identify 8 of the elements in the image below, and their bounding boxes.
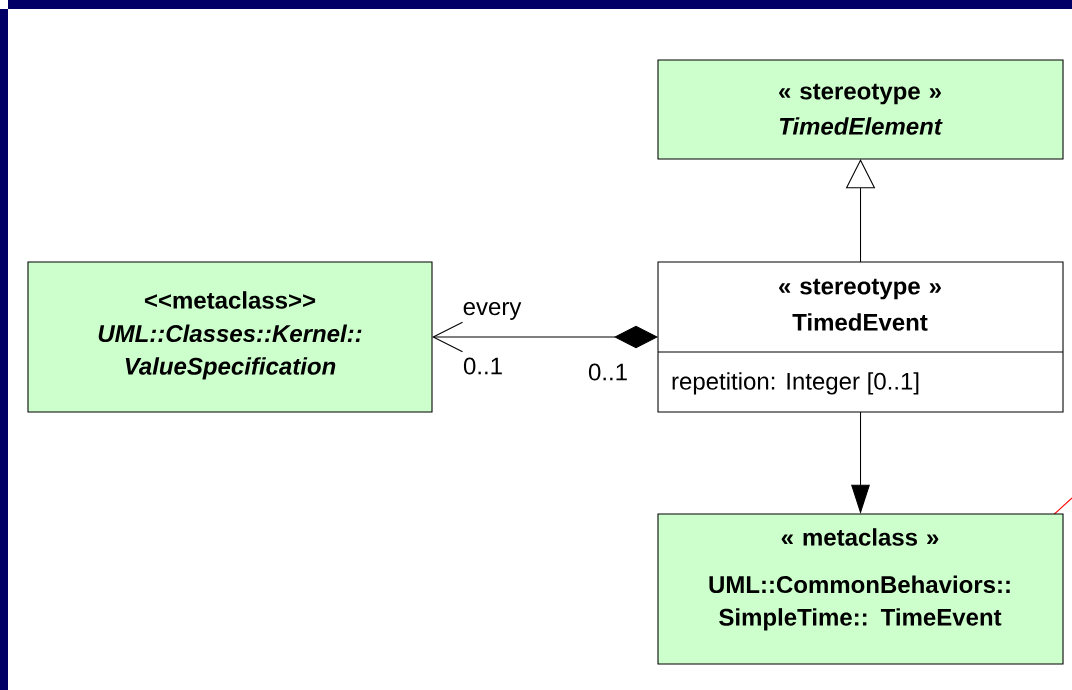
class-box: « stereotype » TimedEvent repetition: Integer [0..1]: [657, 261, 1064, 413]
class-box: <<metaclass>> UML::Classes::Kernel:: ValueSpecification: [27, 261, 433, 413]
edge-label: every: [461, 300, 523, 322]
multiplicity-label: 0..1: [588, 363, 627, 381]
association-arrow: [432, 321, 658, 353]
class-box: « stereotype » TimedElement: [657, 59, 1064, 160]
multiplicity-label: 0..1: [463, 357, 502, 375]
class-box: « metaclass » UML::CommonBehaviors:: SimpleTime:: TimeEvent: [657, 513, 1064, 665]
